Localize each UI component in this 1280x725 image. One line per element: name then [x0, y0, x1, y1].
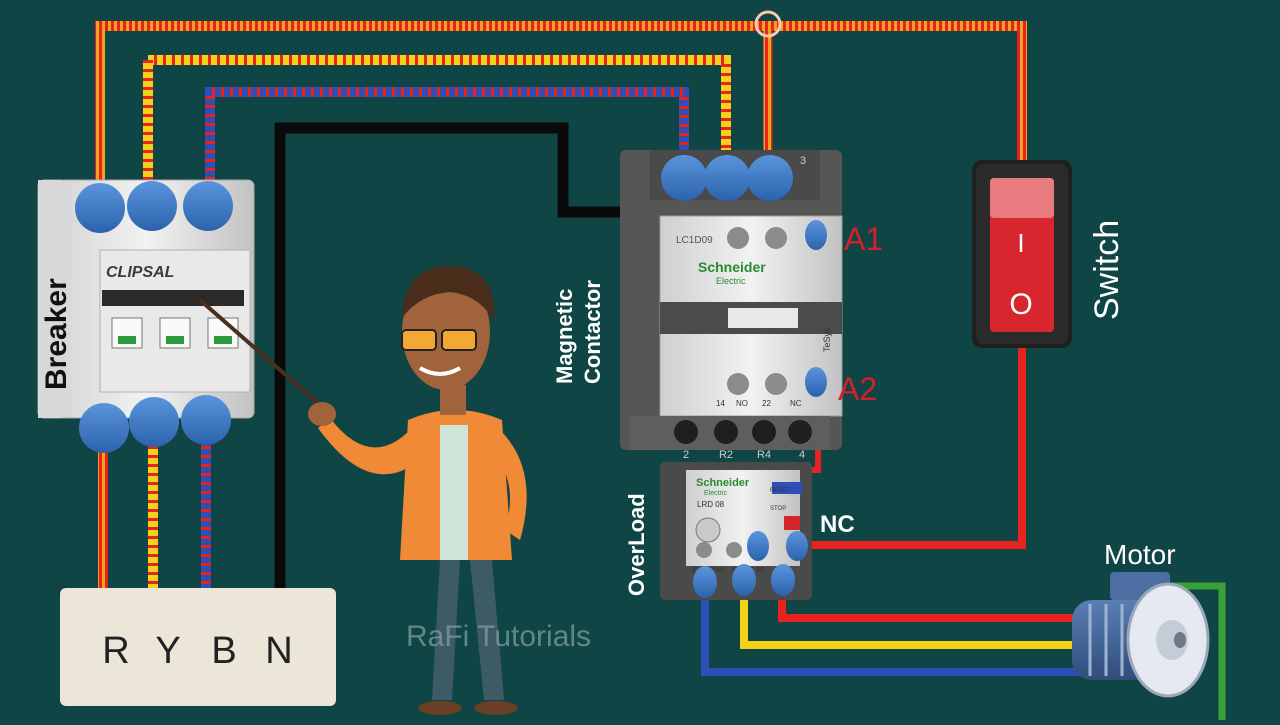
coil-terminal-a1	[805, 220, 827, 250]
contactor-title-line2: Contactor	[580, 280, 605, 384]
wiring	[95, 10, 1226, 720]
contactor-bottom-num-1: 2	[683, 449, 689, 461]
contactor-brand-sub: Electric	[716, 276, 746, 286]
overload-brand: Schneider	[696, 477, 750, 489]
overload-title: OverLoad	[624, 493, 649, 596]
breaker-bottom-terminal-3	[181, 395, 231, 445]
contactor-top-terminal-2	[704, 155, 750, 201]
wire-motor-blue	[701, 582, 1080, 676]
wire-motor-yellow	[740, 582, 1080, 649]
motor-title: Motor	[1104, 539, 1176, 570]
supply-terminal-block: R Y B N	[60, 588, 336, 706]
contactor-bottom-num-4: 4	[799, 449, 805, 461]
wire-switch-to-nc	[798, 345, 1026, 549]
wire-blue-top-overlay	[205, 87, 689, 186]
coil-a1-label: A1	[844, 221, 883, 257]
wire-motor-red	[778, 582, 1080, 622]
overload-nc-label: NC	[820, 511, 855, 538]
breaker-bottom-terminal-2	[129, 397, 179, 447]
overload-brand-sub: Electric	[704, 490, 727, 497]
breaker-toggle-bar	[102, 290, 244, 306]
overload-nc-terminal-2	[786, 531, 808, 561]
wire-blue-top	[205, 87, 689, 186]
contactor-brand: Schneider	[698, 259, 766, 275]
magnetic-contactor: LC1D09 Schneider Electric TeSys 14 NO 22…	[552, 150, 883, 461]
breaker-top-terminal-1	[75, 183, 125, 233]
breaker: CLIPSAL Breaker	[37, 179, 255, 453]
watermark: RaFi Tutorials	[406, 620, 591, 653]
wire-ground	[1168, 582, 1226, 720]
contactor-tesys: TeSys	[822, 327, 832, 352]
overload-num-96: 96	[756, 567, 764, 574]
contactor-top-terminal-3	[747, 155, 793, 201]
breaker-top-terminal-3	[183, 181, 233, 231]
supply-n-label: N	[265, 630, 292, 672]
overload-out-terminal-3	[771, 564, 795, 596]
electric-motor-icon: Motor	[1072, 539, 1210, 698]
breaker-brand: CLIPSAL	[106, 264, 174, 281]
contactor-aux-1: 14	[716, 399, 725, 408]
switch-title: Switch	[1088, 220, 1126, 320]
contactor-bottom-num-2: R2	[719, 449, 733, 461]
wire-junction	[754, 10, 782, 38]
overload-out-terminal-1	[693, 566, 717, 598]
breaker-bottom-terminal-1	[79, 403, 129, 453]
contactor-top-terminal-1	[661, 155, 707, 201]
supply-y-label: Y	[155, 630, 180, 672]
contactor-title-line1: Magnetic	[552, 289, 577, 384]
breaker-top-terminal-2	[127, 181, 177, 231]
contactor-aux-2: NO	[736, 399, 748, 408]
switch-off-symbol: O	[1009, 288, 1032, 321]
overload-model: LRD 08	[697, 500, 725, 509]
overload-nc-terminal-1	[747, 531, 769, 561]
contactor-top-num: 3	[800, 155, 806, 167]
supply-r-label: R	[102, 630, 129, 672]
switch-on-symbol: I	[1017, 228, 1024, 258]
push-switch: I O Switch	[972, 160, 1126, 348]
overload-relay: Schneider Electric LRD 08 RESET STOP 97 …	[624, 462, 855, 600]
contactor-aux-3: 22	[762, 399, 771, 408]
coil-a2-label: A2	[838, 371, 877, 407]
contactor-bottom-num-3: R4	[757, 449, 771, 461]
overload-num-97: 97	[692, 567, 700, 574]
wire-yellow-top-overlay	[143, 55, 731, 186]
coil-terminal-a2	[805, 367, 827, 397]
contactor-model: LC1D09	[676, 235, 713, 246]
breaker-title: Breaker	[40, 278, 73, 390]
overload-stop: STOP	[770, 506, 786, 512]
supply-b-label: B	[211, 630, 236, 672]
wire-red-top-bus	[95, 21, 1027, 186]
presenter-character-icon	[198, 265, 527, 715]
overload-out-terminal-2	[732, 564, 756, 596]
overload-num-98: 98	[716, 567, 724, 574]
overload-reset: RESET	[770, 488, 790, 494]
contactor-aux-4: NC	[790, 399, 802, 408]
